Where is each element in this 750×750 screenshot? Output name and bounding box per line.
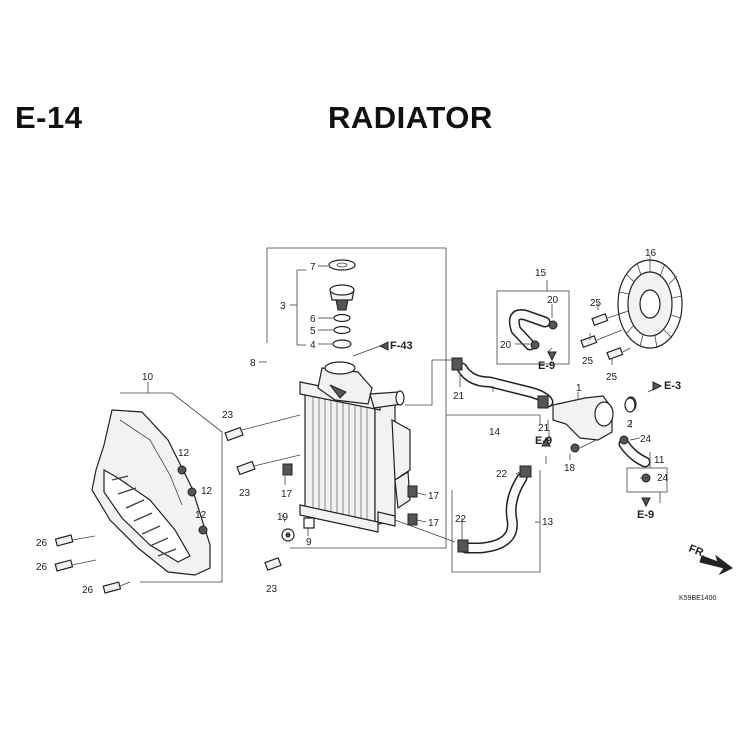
callout-24a: 24 <box>640 434 652 445</box>
callout-7: 7 <box>310 262 316 273</box>
callout-22b: 22 <box>455 514 467 525</box>
diagram-title: RADIATOR <box>328 100 493 135</box>
callout-26c: 26 <box>82 585 94 596</box>
ref-f43: F-43 <box>390 340 413 352</box>
hose-13 <box>394 465 532 554</box>
callout-4: 4 <box>310 340 316 351</box>
hose-14 <box>405 357 554 409</box>
callout-24b: 24 <box>657 473 669 484</box>
callout-26b: 26 <box>36 562 48 573</box>
callout-23c: 23 <box>266 584 278 595</box>
callout-20b: 20 <box>500 340 512 351</box>
callout-17a: 17 <box>281 489 293 500</box>
callout-21a: 21 <box>453 391 465 402</box>
callout-26a: 26 <box>36 538 48 549</box>
callout-14: 14 <box>489 427 501 438</box>
callout-2: 2 <box>627 419 633 430</box>
callout-15: 15 <box>535 268 547 279</box>
ref-e3: E-3 <box>664 380 681 392</box>
callout-13: 13 <box>542 517 554 528</box>
bolt-23-group <box>224 414 301 571</box>
radiator-shroud <box>91 409 211 576</box>
callout-6: 6 <box>310 314 316 325</box>
frame-hose-15 <box>496 290 570 365</box>
callout-22a: 22 <box>496 469 508 480</box>
callout-23a: 23 <box>222 410 234 421</box>
reference-labels: F-43 E-9 E-9 E-9 E-3 <box>378 340 681 521</box>
frame-hose-13 <box>451 470 541 573</box>
callout-21b: 21 <box>538 423 550 434</box>
front-direction-indicator: FR. <box>687 543 733 576</box>
callout-11: 11 <box>654 455 665 466</box>
callout-25b: 25 <box>582 356 594 367</box>
ref-e9-c: E-9 <box>637 509 654 521</box>
radiator-cap-stack <box>328 259 381 357</box>
radiator-core <box>281 361 418 542</box>
callout-17b: 17 <box>428 491 440 502</box>
frame-hose-14 <box>446 414 541 425</box>
ref-e9-b: E-9 <box>535 435 552 447</box>
frame-shroud <box>120 392 223 583</box>
callout-16: 16 <box>645 248 657 259</box>
ref-e9-a: E-9 <box>538 360 555 372</box>
callout-20a: 20 <box>547 295 559 306</box>
thermostat-housing <box>552 395 637 453</box>
callout-19: 19 <box>277 512 289 523</box>
o-ring-2 <box>624 397 636 413</box>
callout-23b: 23 <box>239 488 251 499</box>
callout-18: 18 <box>564 463 576 474</box>
callout-labels: 1 2 3 4 5 6 7 8 9 10 11 12 12 12 13 14 1… <box>36 248 669 596</box>
frame-radiator <box>266 247 447 549</box>
catalog-code: K59BE1400 <box>679 595 716 602</box>
callout-9: 9 <box>306 537 312 548</box>
callout-12a: 12 <box>178 448 190 459</box>
diagram-code: E-14 <box>15 100 83 135</box>
callout-8: 8 <box>250 358 256 369</box>
front-arrow-icon <box>699 554 733 576</box>
callout-10: 10 <box>142 372 154 383</box>
callout-25c: 25 <box>606 372 618 383</box>
hose-15 <box>508 309 558 351</box>
callout-1: 1 <box>576 383 582 394</box>
callout-12b: 12 <box>201 486 213 497</box>
frame-hose-11 <box>626 467 668 493</box>
callout-17c: 17 <box>428 518 440 529</box>
leader-lines <box>147 256 661 540</box>
callout-3: 3 <box>280 301 286 312</box>
cooling-fan <box>580 259 683 360</box>
callout-25a: 25 <box>590 298 602 309</box>
callout-12c: 12 <box>195 510 207 521</box>
callout-5: 5 <box>310 326 316 337</box>
bolt-26-group <box>54 534 131 594</box>
